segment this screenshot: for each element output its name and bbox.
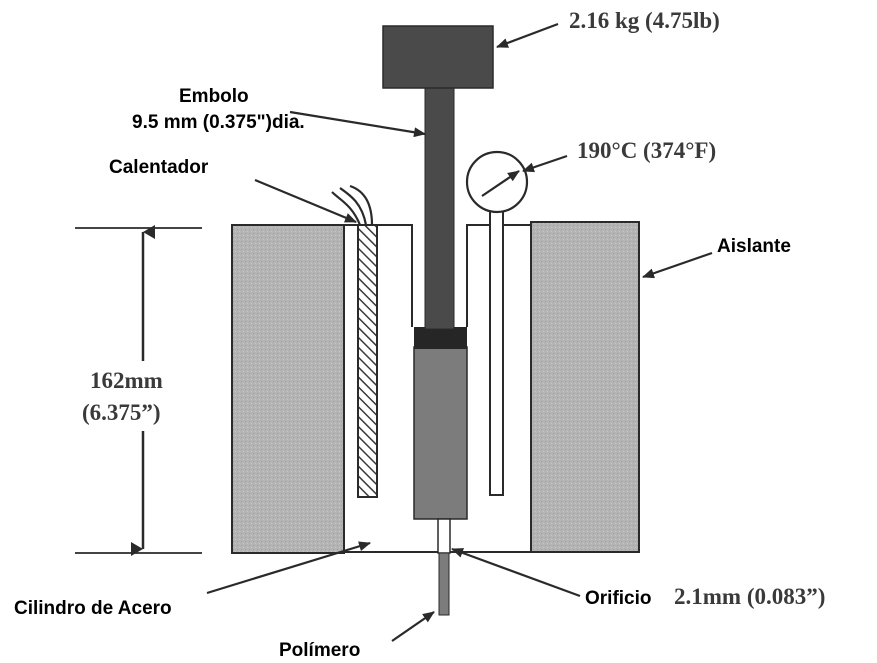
orifice-size-label: 2.1mm (0.083”): [674, 584, 825, 609]
heater: [357, 224, 378, 498]
orifice-name-label: Orificio: [585, 588, 652, 609]
thermometer-stem: [489, 202, 504, 496]
height-mm-label: 162mm: [90, 368, 163, 393]
polymer-arrow: [391, 611, 435, 642]
piston-diameter-label: 9.5 mm (0.375")dia.: [132, 112, 305, 133]
temperature-arrow: [522, 154, 568, 173]
weight-arrow: [496, 22, 559, 49]
weight-label: 2.16 kg (4.75lb): [569, 8, 720, 33]
gauge-needle: [481, 170, 520, 197]
heater-wires: [331, 184, 374, 226]
height-in-label: (6.375”): [82, 400, 161, 425]
piston-tip: [414, 327, 467, 349]
orifice-die: [437, 518, 451, 554]
heater-label: Calentador: [109, 157, 209, 178]
insulation-right: [530, 221, 640, 553]
polymer-label: Polímero: [279, 640, 360, 661]
thermometer-gauge-icon: [465, 150, 529, 214]
insulation-arrow: [642, 251, 713, 279]
polymer-melt: [413, 346, 468, 520]
orifice-arrow: [451, 547, 581, 598]
piston-arrow: [289, 110, 426, 138]
weight-block: [382, 25, 494, 89]
insulation-label: Aislante: [717, 236, 791, 257]
height-dimension: [75, 225, 202, 556]
temperature-label: 190°C (374°F): [577, 138, 716, 163]
barrel-arrow: [206, 541, 371, 595]
piston-title-label: Embolo: [179, 86, 249, 107]
insulation-left: [231, 224, 345, 554]
heater-arrow: [254, 178, 357, 224]
polymer-extrudate: [438, 552, 450, 616]
piston-rod: [424, 85, 455, 330]
barrel-label: Cilindro de Acero: [14, 598, 172, 619]
